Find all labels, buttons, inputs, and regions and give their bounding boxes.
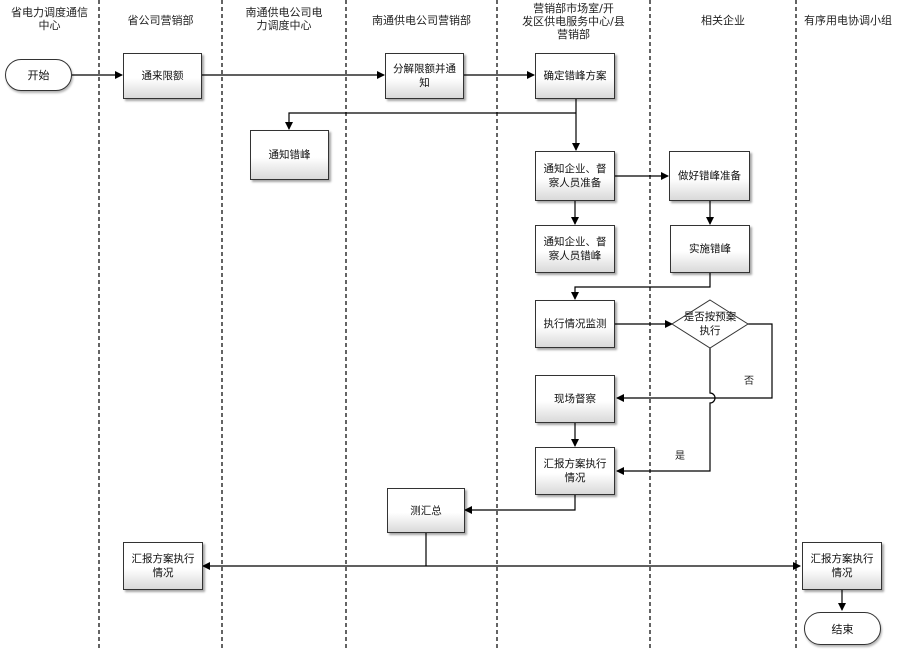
- edge-decision-no: [616, 323, 773, 402]
- edge-decision-yes: [616, 348, 716, 475]
- edge-report-measure: [464, 495, 576, 514]
- start-terminal: 开始: [5, 59, 72, 91]
- lane-title-1: 省电力调度通信 中心: [11, 6, 88, 32]
- lane-title-7: 有序用电协调小组: [804, 14, 892, 27]
- report-left-box: 汇报方案执行情况: [123, 542, 203, 590]
- edge-label-no: 否: [744, 376, 754, 387]
- onsite-box: 现场督察: [535, 375, 615, 423]
- notify-prepare-box: 通知企业、督察人员准备: [535, 151, 615, 201]
- measure-box: 测汇总: [387, 488, 465, 533]
- plan-box: 确定错峰方案: [535, 53, 615, 99]
- quota-box: 通来限额: [123, 53, 202, 99]
- prepare-box: 做好错峰准备: [669, 151, 750, 201]
- edge-label-yes: 是: [675, 451, 685, 462]
- decompose-box: 分解限额并通知: [385, 53, 464, 99]
- report-exec-box: 汇报方案执行情况: [535, 447, 615, 495]
- end-terminal: 结束: [804, 612, 881, 645]
- monitor-box: 执行情况监测: [535, 300, 615, 348]
- edge-implement-monitor: [571, 272, 711, 300]
- notify-peak-box: 通知错峰: [250, 130, 329, 180]
- lane-title-3: 南通供电公司电 力调度中心: [245, 6, 323, 32]
- notify-execute-box: 通知企业、督察人员错峰: [535, 225, 615, 273]
- lane-title-4: 南通供电公司营销部: [372, 14, 471, 27]
- decision-label: 是否按预案执行: [683, 311, 737, 337]
- report-right-box: 汇报方案执行情况: [802, 542, 882, 590]
- edge-branch-notify-peak: [285, 112, 576, 130]
- lane-title-5: 营销部市场室/开 发区供电服务中心/县 营销部: [522, 2, 625, 41]
- decision-diamond: [671, 299, 749, 349]
- lane-title-6: 相关企业: [701, 14, 745, 27]
- lane-title-2: 省公司营销部: [127, 14, 194, 27]
- implement-box: 实施错峰: [670, 225, 750, 273]
